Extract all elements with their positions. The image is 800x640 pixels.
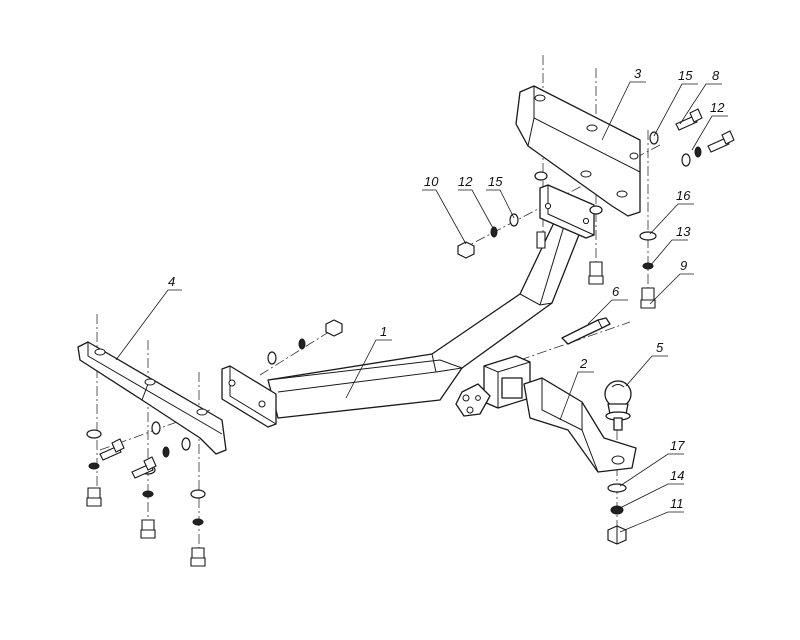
callout-1: 1 (380, 324, 387, 339)
callout-6: 6 (612, 284, 620, 299)
fasteners-lower-right (607, 483, 627, 545)
callout-16: 16 (676, 188, 691, 203)
right-bracket (515, 85, 641, 217)
callout-13: 13 (676, 224, 691, 239)
callout-15-left: 15 (488, 174, 503, 189)
callout-11: 11 (670, 496, 684, 511)
callout-14: 14 (670, 468, 684, 483)
socket-pin (561, 317, 611, 345)
left-bracket (77, 341, 227, 455)
beam-end-plate-left (221, 365, 277, 428)
callout-15-right: 15 (678, 68, 693, 83)
leader-lines (115, 81, 728, 533)
callout-3: 3 (634, 66, 642, 81)
tow-ball (604, 380, 632, 431)
fasteners-upper-right (457, 108, 735, 309)
callout-4: 4 (168, 274, 175, 289)
callout-10: 10 (424, 174, 439, 189)
fasteners-left (86, 319, 343, 567)
callout-8: 8 (712, 68, 720, 83)
callout-labels: 1 2 3 4 5 6 8 9 10 11 12 12 13 14 15 15 … (168, 66, 725, 511)
callout-12-left: 12 (458, 174, 473, 189)
hitch-receiver (455, 355, 531, 417)
beam-end-plate-right (539, 184, 595, 239)
callout-2: 2 (579, 356, 588, 371)
callout-5: 5 (656, 340, 664, 355)
callout-12-right: 12 (710, 100, 725, 115)
ball-mount (523, 377, 637, 473)
callout-9: 9 (680, 258, 687, 273)
callout-17: 17 (670, 438, 685, 453)
